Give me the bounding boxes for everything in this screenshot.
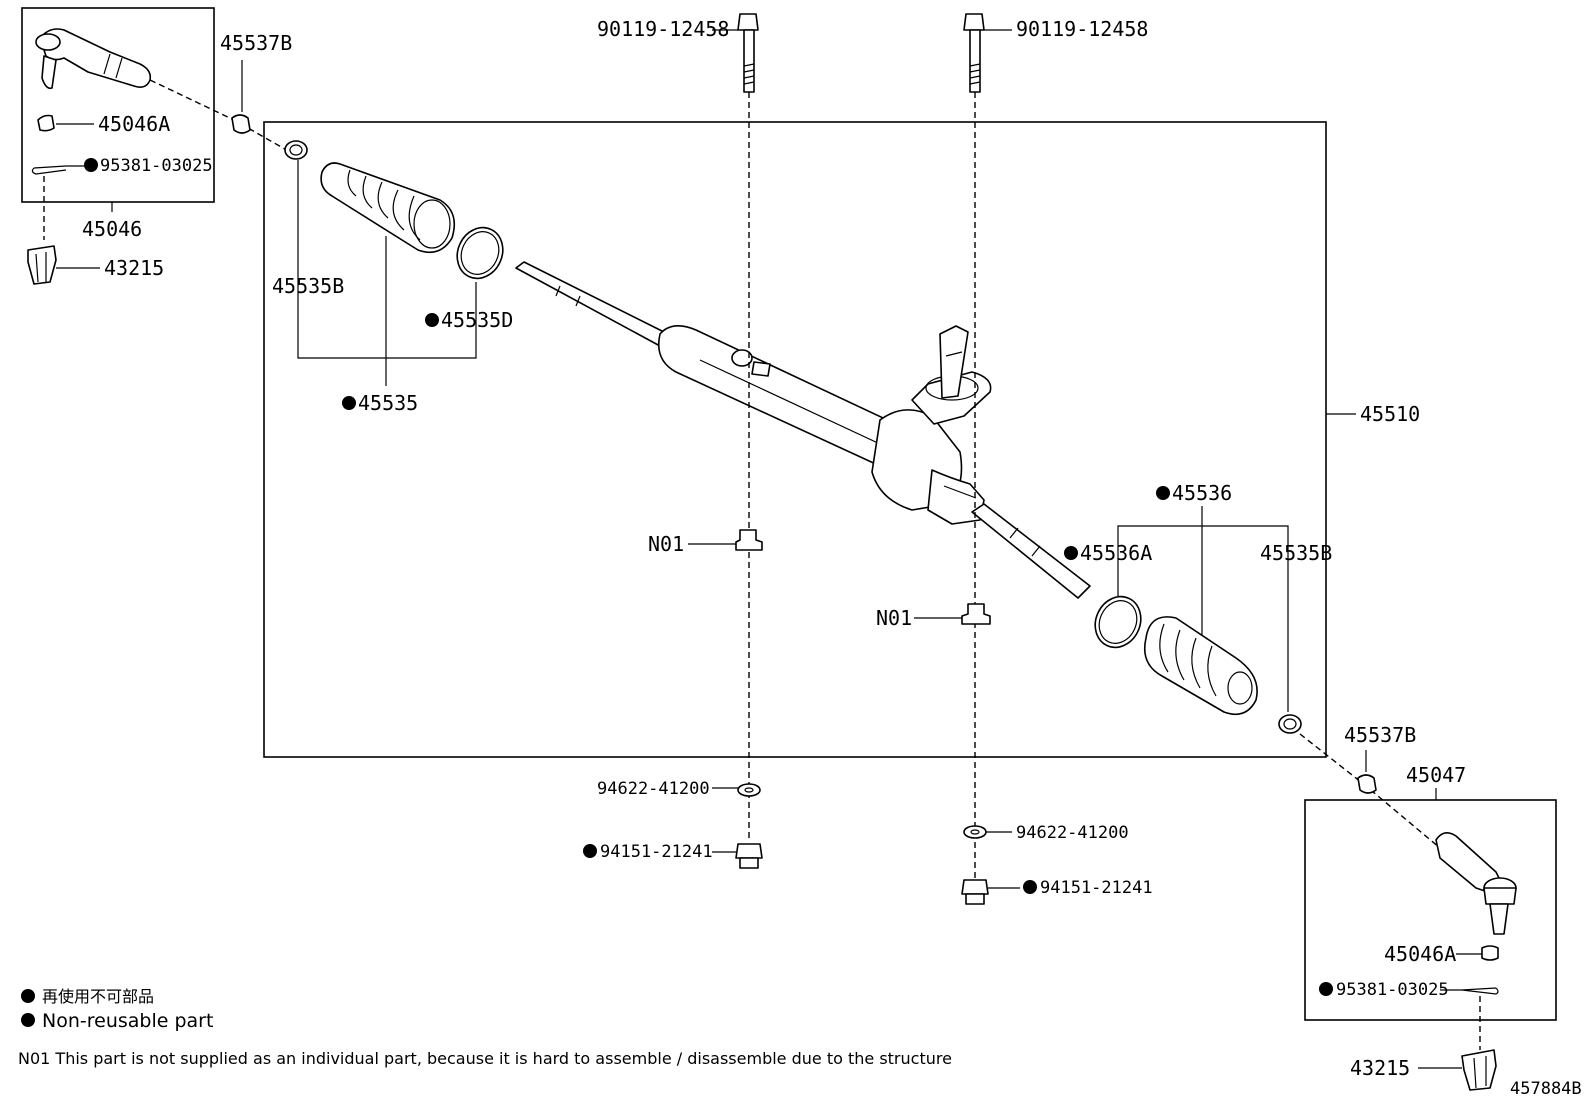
label-45535b-right: 45535B [1260,541,1332,565]
non-reusable-dot [583,844,597,858]
label-45537b-bottom: 45537B [1344,723,1416,747]
boot-clip-45535b-left [284,140,308,160]
label-45535b-left: 45535B [272,274,344,298]
label-45535: 45535 [358,391,418,415]
castle-nut-small-right [1481,945,1499,961]
label-95381-top: 95381-03025 [100,156,213,176]
clamp-45537b-top [231,114,251,134]
boot-clamp-45536a [1094,595,1142,649]
cotter-pin-left [31,165,67,175]
boot-clamp-45535d [456,226,504,280]
label-n01-right: N01 [876,606,912,630]
label-45046: 45046 [82,217,142,241]
n01-collar-left [735,529,763,551]
label-bolt-left: 90119-12458 [597,17,729,41]
bolt-90119-left [737,13,759,93]
tie-rod-end-left [35,28,152,90]
label-45046a-bottom: 45046A [1384,942,1456,966]
tie-rod-end-left-frame [21,7,215,203]
tie-rod-end-right-frame [1304,799,1557,1021]
legend-en: Non-reusable part [42,1010,213,1032]
nut-94151-right [961,879,989,905]
washer-94622-right [963,825,987,839]
label-43215-top: 43215 [104,256,164,280]
non-reusable-dot [1023,880,1037,894]
label-45047: 45047 [1406,763,1466,787]
n01-note: N01 This part is not supplied as an indi… [18,1049,952,1068]
non-reusable-dot [1064,546,1078,560]
label-95381-bottom: 95381-03025 [1336,980,1449,1000]
label-n01-left: N01 [648,532,684,556]
label-45510: 45510 [1360,402,1420,426]
label-45536: 45536 [1172,481,1232,505]
nut-94151-left [735,843,763,869]
bolt-90119-right [963,13,985,93]
non-reusable-dot [425,313,439,327]
washer-94622-left [737,783,761,797]
label-nut-left: 94151-21241 [600,842,713,862]
legend-dot [21,1013,35,1027]
label-43215-bottom: 43215 [1350,1056,1410,1080]
legend-dot [21,989,35,1003]
non-reusable-dot [342,396,356,410]
main-assembly-frame [263,121,1327,758]
non-reusable-dot [1319,982,1333,996]
castle-nut-small-left [37,114,55,132]
clamp-45537b-bottom [1357,774,1377,794]
label-bolt-right: 90119-12458 [1016,17,1148,41]
label-washer-right: 94622-41200 [1016,823,1129,843]
steering-boot-left [320,162,456,254]
label-washer-left: 94622-41200 [597,779,710,799]
label-45535d: 45535D [441,308,513,332]
legend-jp: 再使用不可部品 [42,987,154,1006]
dust-boot-43215-right [1461,1049,1497,1091]
non-reusable-dot [84,158,98,172]
tie-rod-end-right [1435,832,1517,935]
cotter-pin-right [1461,987,1499,995]
label-nut-right: 94151-21241 [1040,878,1153,898]
rack-and-pinion-body [515,261,1091,599]
dust-boot-43215-left [27,245,57,285]
n01-collar-right [961,603,991,625]
label-45537b-top: 45537B [220,31,292,55]
label-45046a-top: 45046A [98,112,170,136]
diagram-id: 457884B [1510,1079,1582,1099]
boot-clip-45535b-right [1278,714,1302,734]
non-reusable-dot [1156,486,1170,500]
steering-boot-right [1143,616,1258,716]
label-45536a: 45536A [1080,541,1152,565]
